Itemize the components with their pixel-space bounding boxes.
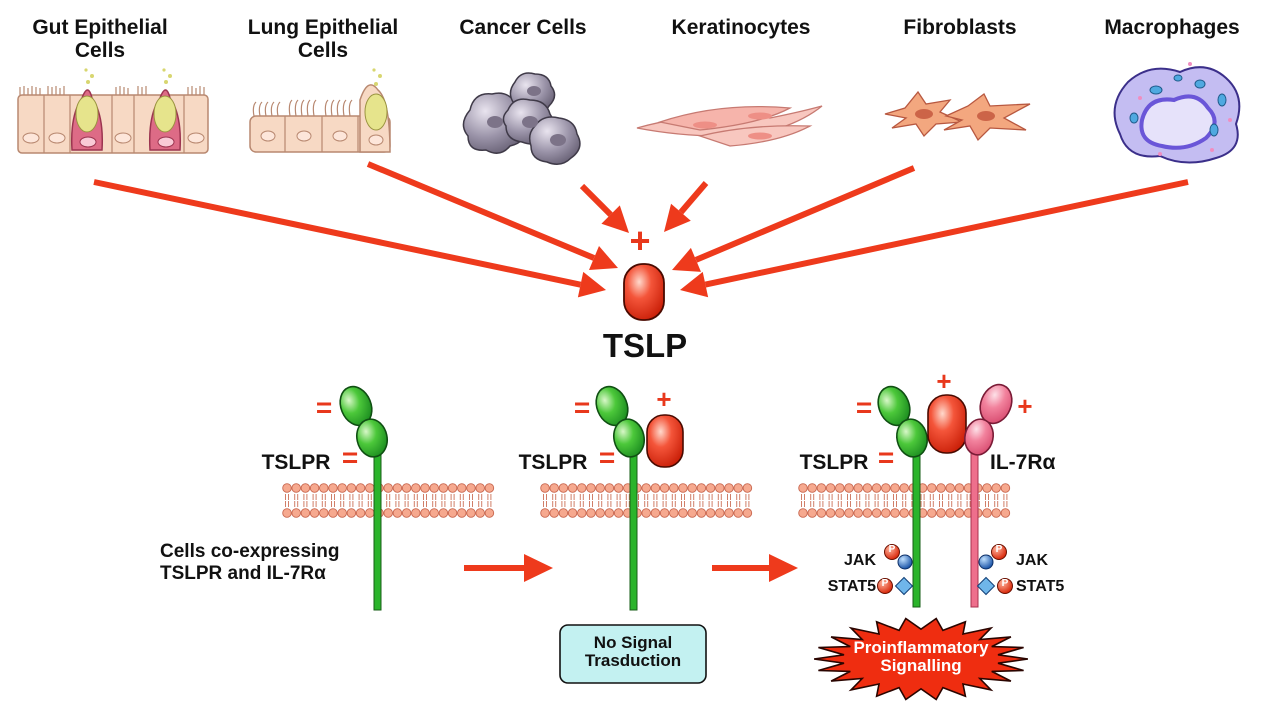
membrane-panel-2 <box>540 483 753 518</box>
source-label-lung: Lung Epithelial Cells <box>247 16 399 62</box>
source-arrows <box>93 161 1189 298</box>
arrow-from-fibro-shaft <box>694 165 916 263</box>
source-label-gut: Gut Epithelial Cells <box>32 16 168 62</box>
source-label-macrophages: Macrophages <box>1104 16 1240 39</box>
tslpr-label-3: TSLPR <box>799 451 869 474</box>
neg-charge-1a: = <box>315 392 333 423</box>
tslpr-receptor-2 <box>595 385 645 611</box>
macrophage-icon <box>1113 62 1241 164</box>
membrane-panel-3 <box>798 483 1011 518</box>
cancer-cells-icon <box>462 72 581 165</box>
tslp-bound-2 <box>646 414 684 468</box>
jak-label-right: JAK <box>1016 552 1049 569</box>
tslp-molecule <box>623 263 665 321</box>
arrow-from-cancer-head <box>601 205 629 233</box>
p-label-2: P <box>881 578 889 589</box>
arrow-from-cancer-shaft <box>579 183 613 217</box>
arrow-from-lung-head <box>589 246 618 271</box>
source-label-fibroblasts: Fibroblasts <box>903 16 1017 39</box>
membrane-panel-1 <box>282 483 495 518</box>
no-signal-text: No Signal Trasduction <box>584 633 682 671</box>
tslp-label: TSLP <box>602 327 688 364</box>
il7r-receptor <box>964 383 1013 608</box>
tslp-charge: + <box>629 220 651 261</box>
source-label-cancer: Cancer Cells <box>459 16 587 39</box>
pos-charge-2: + <box>656 384 672 414</box>
arrow-from-gut-head <box>577 271 606 298</box>
coexpress-note: Cells co-expressing TSLPR and IL-7Rα <box>160 541 340 585</box>
burst-text: Proinflammatory Signalling <box>853 638 989 676</box>
arrow-from-lung-shaft <box>366 161 596 261</box>
p-label-3: P <box>995 544 1003 555</box>
jak-label-left: JAK <box>843 552 876 569</box>
pos-charge-3a: + <box>936 366 952 396</box>
neg-charge-3b: = <box>877 442 895 473</box>
source-label-keratinocytes: Keratinocytes <box>671 16 811 39</box>
arrow-from-kera-shaft <box>678 181 709 215</box>
arrow-from-fibro-head <box>672 247 702 272</box>
tslpr-label-2: TSLPR <box>518 451 588 474</box>
neg-charge-1b: = <box>341 442 359 473</box>
proinflammatory-burst <box>813 617 1029 701</box>
tslpr-receptor-3 <box>877 385 928 608</box>
stat5-label-left: STAT5 <box>827 578 876 595</box>
gut-epithelium-icon <box>17 68 209 154</box>
signaling-markers <box>877 544 1013 596</box>
fibroblasts-icon <box>884 90 1031 142</box>
no-signal-box <box>559 624 707 684</box>
pos-charge-3b: + <box>1017 391 1033 421</box>
il7r-label: IL-7Rα <box>990 451 1056 474</box>
cell-membranes <box>282 483 1011 518</box>
arrow-from-macro-shaft <box>704 179 1189 288</box>
arrow-from-gut-shaft <box>93 179 582 288</box>
process-arrows <box>464 554 798 582</box>
stat5-label-right: STAT5 <box>1016 578 1065 595</box>
arrow-from-macro-head <box>680 271 709 298</box>
tslpr-receptor-1 <box>339 385 388 611</box>
neg-charge-3a: = <box>855 392 873 423</box>
arrow-from-kera-head <box>664 203 691 232</box>
tslpr-label-1: TSLPR <box>261 451 331 474</box>
neg-charge-2a: = <box>573 392 591 423</box>
neg-charge-2b: = <box>598 442 616 473</box>
tslp-bound-3 <box>927 394 967 454</box>
lung-epithelium-icon <box>249 68 391 153</box>
p-label-4: P <box>1001 578 1009 589</box>
p-label-1: P <box>888 544 896 555</box>
keratinocytes-icon <box>636 105 823 147</box>
